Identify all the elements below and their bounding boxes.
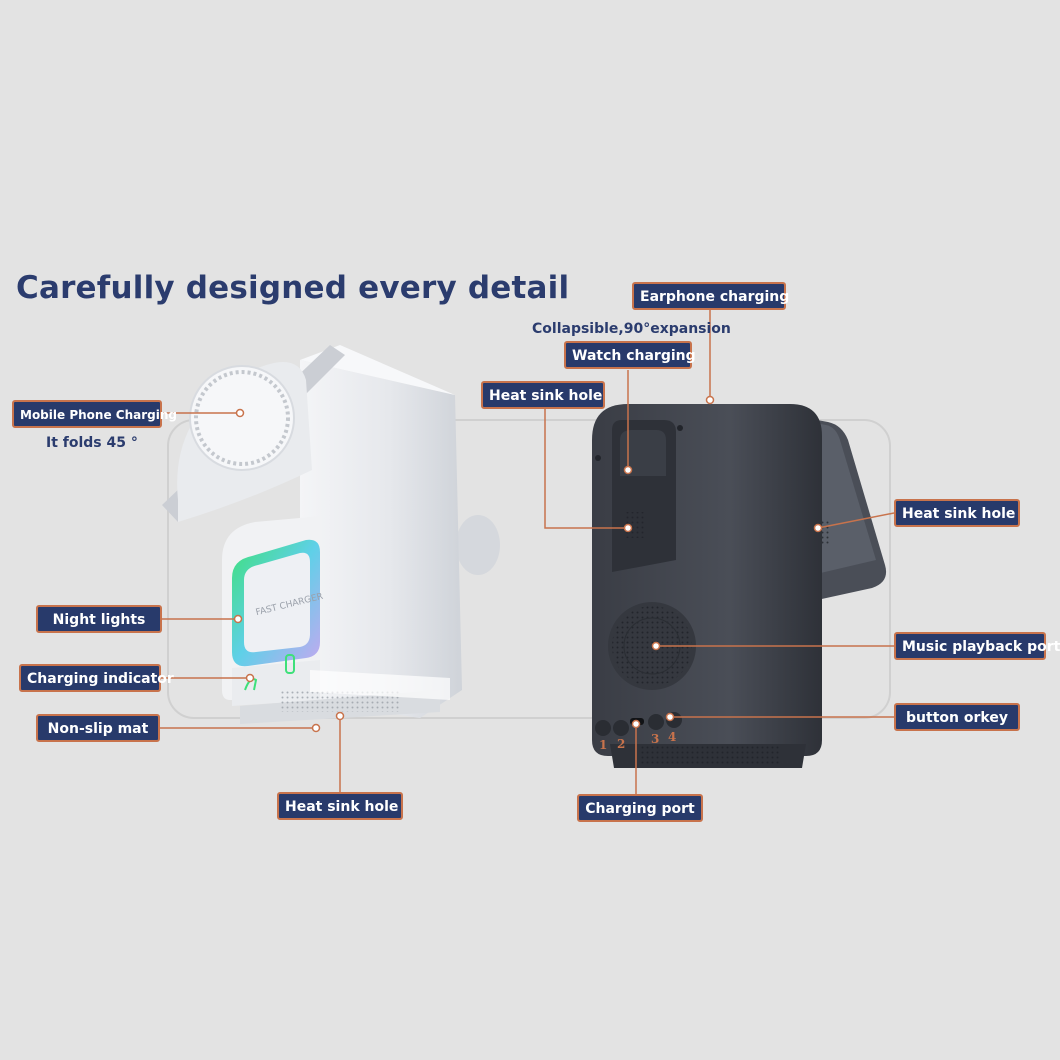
callout-heat-sink-hole-side: Heat sink hole [894, 499, 1020, 527]
button-number-3: 3 [651, 732, 660, 746]
callout-heat-sink-hole-top: Heat sink hole [481, 381, 605, 409]
callout-watch-charging: Watch charging [564, 341, 696, 369]
page-title: Carefully designed every detail [16, 270, 570, 306]
callout-night-lights: Night lights [36, 605, 162, 633]
callout-earphone-charging: Earphone charging [632, 282, 789, 310]
button-number-4: 4 [668, 730, 677, 744]
background-frame [167, 419, 891, 719]
collapsible-note: Collapsible,90°expansion [532, 321, 731, 337]
button-number-1: 1 [599, 738, 608, 752]
callout-charging-indicator: Charging indicator [19, 664, 174, 692]
callout-charging-port: Charging port [577, 794, 703, 822]
callout-music-playback-port: Music playback port [894, 632, 1060, 660]
folds-note: It folds 45 ° [46, 435, 138, 451]
callout-button-orkey: button orkey [894, 703, 1020, 731]
leader-dots [233, 395, 823, 733]
dark-charger [592, 404, 887, 768]
callout-heat-sink-hole-left: Heat sink hole [277, 792, 403, 820]
white-charger [162, 345, 500, 724]
callout-non-slip-mat: Non-slip mat [36, 714, 160, 742]
callout-mobile-phone-charging: Mobile Phone Charging [12, 400, 177, 428]
leader-lines [160, 310, 895, 794]
button-number-2: 2 [617, 737, 626, 751]
